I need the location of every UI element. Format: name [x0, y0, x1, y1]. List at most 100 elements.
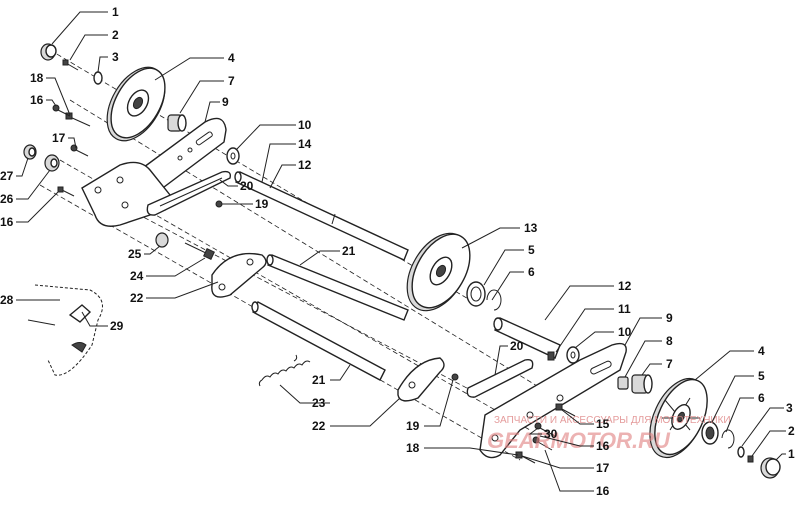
callout-label-c15: 15 — [596, 417, 610, 431]
part-3-washer-lower — [737, 446, 745, 458]
callout-leader-c26 — [16, 169, 51, 200]
callout-leader-c29 — [81, 311, 108, 327]
callout-label-c16b: 16 — [0, 215, 14, 229]
callout-leader-c8 — [624, 340, 662, 378]
part-4-idler-wheel-lower — [649, 378, 708, 458]
part-27-nut — [23, 144, 37, 160]
callout-label-c17b: 17 — [596, 461, 610, 475]
callout-label-c22a: 22 — [130, 291, 144, 305]
part-3-washer-top — [93, 71, 103, 85]
callout-label-c1a: 1 — [112, 5, 119, 19]
callout-leader-c13 — [461, 227, 520, 249]
callout-leader-c7a — [179, 80, 224, 114]
callout-label-c1b: 1 — [788, 447, 795, 461]
part-12-14-upper-shaft — [234, 171, 409, 261]
callout-leader-c27 — [16, 157, 29, 177]
callout-leader-c10a — [235, 124, 296, 151]
callout-label-c3a: 3 — [112, 50, 119, 64]
lower-bolts-15-16-17-30 — [515, 403, 576, 464]
callout-leader-c9a — [204, 101, 220, 123]
callout-leader-c30 — [528, 427, 542, 435]
outer-arm-plate-right — [479, 342, 627, 459]
part-17-bolt-upper — [70, 144, 89, 157]
part-24-bolt — [184, 242, 215, 260]
callout-leader-c6b — [725, 397, 754, 433]
callout-leader-c5b — [711, 375, 754, 423]
callout-label-c16d: 16 — [596, 484, 610, 498]
part-1-cap-lower — [760, 457, 781, 479]
part-6-snap-ring-lower — [721, 429, 735, 449]
callout-leader-c14 — [261, 143, 296, 183]
part-26-bushing — [44, 154, 60, 172]
callout-label-c18a: 18 — [30, 71, 44, 85]
part-19-bolt-lower — [451, 373, 459, 381]
part-2-bolt-lower — [747, 455, 754, 463]
callout-leader-c6a — [491, 271, 524, 301]
callout-label-c11: 11 — [618, 302, 631, 316]
callout-leader-c3a — [97, 56, 108, 73]
callout-leader-c24 — [146, 257, 206, 277]
callout-leader-c19b — [424, 379, 454, 427]
callout-leader-c22b — [330, 397, 401, 427]
part-20-slider-lower — [466, 358, 534, 398]
callout-label-c26: 26 — [0, 192, 14, 206]
callout-leader-c2b — [751, 430, 786, 457]
callout-leader-c4a — [154, 57, 224, 81]
part-13-idler-wheel-mid — [406, 232, 471, 312]
part-20-slider-upper — [146, 170, 232, 216]
part-6-snap-ring-mid — [486, 289, 502, 311]
callout-label-c29: 29 — [110, 319, 124, 333]
callout-label-c14: 14 — [298, 137, 312, 151]
callout-leader-c2a — [69, 34, 108, 61]
part-22-pivot-arm-lower — [397, 357, 445, 402]
callout-label-c16c: 16 — [596, 439, 610, 453]
detail-inset-28-29 — [27, 284, 103, 376]
callout-leader-c16c — [539, 435, 594, 447]
callout-label-c6b: 6 — [758, 391, 765, 405]
part-12-11-shaft-lower — [493, 317, 561, 361]
part-25-spacer — [155, 232, 169, 248]
callout-leader-c23 — [279, 384, 330, 404]
callout-label-c12a: 12 — [298, 158, 312, 172]
callout-label-c16a: 16 — [30, 93, 44, 107]
part-7-bearing-lower — [631, 374, 653, 394]
callout-leader-c17b — [521, 455, 594, 469]
callout-leader-c7b — [641, 363, 662, 376]
watermark: ЗАПЧАСТИ И АКСЕССУАРЫ ДЛЯ МОТОТЕХНИКИ GE… — [487, 415, 731, 453]
callout-leader-c17a — [68, 137, 77, 149]
callout-label-c4b: 4 — [758, 344, 765, 358]
watermark-line1: ЗАПЧАСТИ И АКСЕССУАРЫ ДЛЯ МОТОТЕХНИКИ — [494, 415, 731, 426]
callout-label-c2a: 2 — [112, 28, 119, 42]
callout-leader-c18b — [424, 447, 519, 456]
callout-leader-c21a — [299, 250, 340, 266]
part-21-shaft-upper — [266, 254, 409, 321]
part-16-bolt-upper — [52, 104, 71, 117]
callout-label-c4a: 4 — [228, 51, 235, 65]
callout-label-c20a: 20 — [240, 179, 254, 193]
callout-label-c2b: 2 — [788, 424, 795, 438]
callout-label-c20b: 20 — [510, 339, 524, 353]
callout-label-c6a: 6 — [528, 265, 535, 279]
callout-label-c7a: 7 — [228, 74, 235, 88]
callout-leader-c1a — [51, 11, 108, 45]
callout-leader-c21b — [330, 364, 351, 381]
callout-leader-c12a — [269, 164, 296, 189]
callout-label-c21a: 21 — [342, 244, 356, 258]
callout-label-c28: 28 — [0, 293, 14, 307]
part-23-spring — [258, 354, 311, 387]
callout-leader-c25 — [144, 245, 161, 255]
callout-label-c27: 27 — [0, 169, 14, 183]
part-10-washer-lower — [566, 346, 580, 364]
callout-label-c24: 24 — [130, 269, 144, 283]
callout-leader-c16d — [544, 449, 594, 492]
callout-label-c23: 23 — [312, 396, 326, 410]
callout-label-c21b: 21 — [312, 373, 326, 387]
callout-label-c9b: 9 — [666, 311, 673, 325]
callout-leader-c1b — [775, 453, 786, 461]
part-5-bearing-mid — [466, 281, 486, 307]
callout-leader-c10b — [574, 331, 614, 349]
callout-leader-c16a — [46, 99, 57, 107]
watermark-line2: GEARMOTOR.RU — [487, 428, 671, 453]
